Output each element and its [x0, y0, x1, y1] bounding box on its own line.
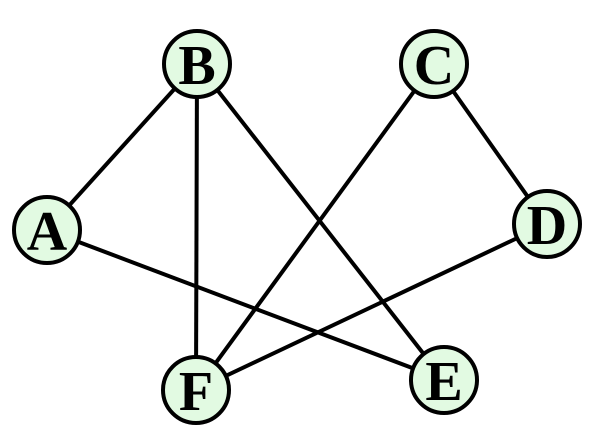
node-circle — [409, 345, 479, 415]
edge-A-E — [46, 228, 445, 382]
node-B: B — [162, 29, 232, 99]
node-label: C — [414, 35, 454, 97]
node-label: D — [527, 195, 567, 257]
node-label: E — [425, 351, 462, 413]
node-D: D — [512, 189, 582, 259]
node-E: E — [409, 345, 479, 415]
node-label: F — [179, 361, 213, 423]
node-label: A — [27, 201, 68, 263]
node-C: C — [399, 29, 469, 99]
edge-C-F — [194, 62, 436, 392]
edge-D-F — [195, 222, 548, 392]
edge-A-B — [45, 62, 199, 232]
node-circle — [12, 195, 82, 265]
node-circle — [399, 29, 469, 99]
node-label: B — [178, 35, 215, 97]
node-circle — [162, 29, 232, 99]
node-F: F — [161, 355, 231, 425]
edge-B-F — [194, 63, 199, 391]
node-A: A — [12, 195, 82, 265]
node-circle — [161, 355, 231, 425]
node-circle — [512, 189, 582, 259]
